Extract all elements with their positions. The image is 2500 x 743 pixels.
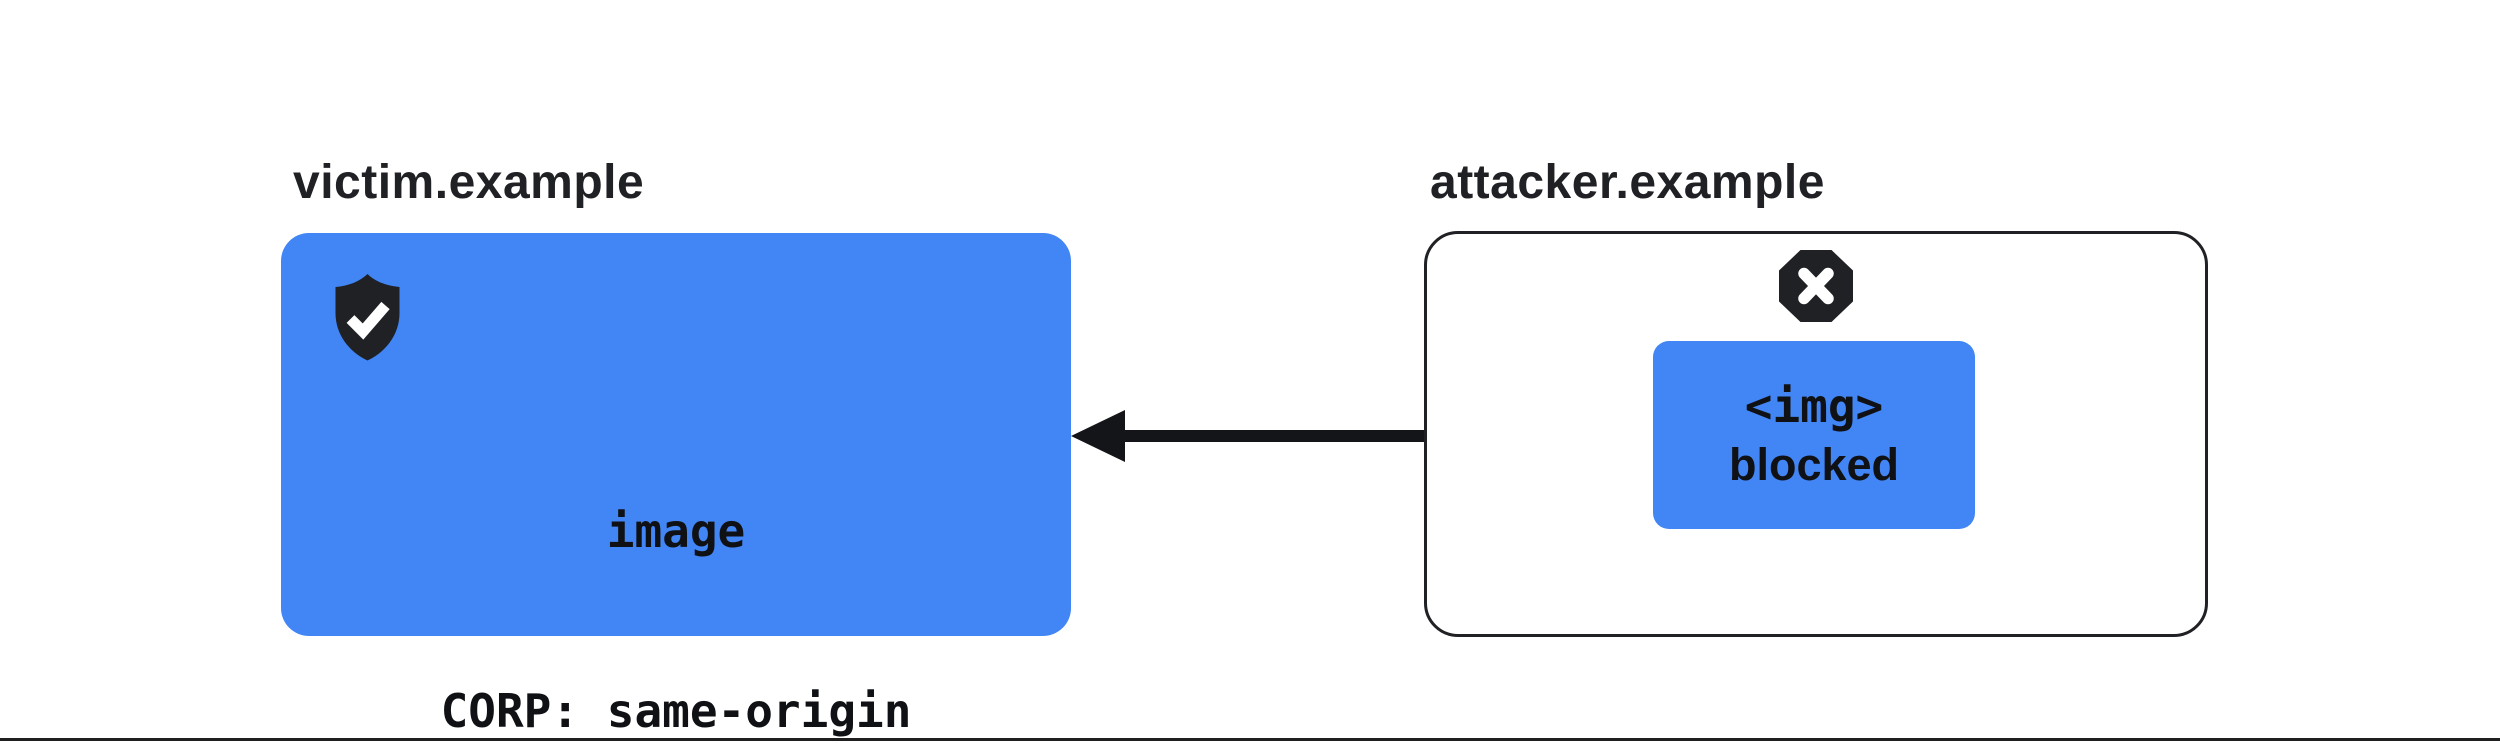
shield-check-icon xyxy=(335,274,400,361)
blocked-x-icon xyxy=(1779,250,1853,322)
victim-resource-box: image CORP: same-origin xyxy=(281,233,1071,738)
img-request-box: <img> blocked xyxy=(1653,341,1975,529)
bottom-divider xyxy=(0,738,2500,741)
resource-type-text: image xyxy=(606,504,746,558)
blocked-status-text: blocked xyxy=(1728,439,1900,490)
attacker-domain-label: attacker.example xyxy=(1430,156,1825,209)
corp-header-text: CORP: same-origin xyxy=(440,684,912,738)
victim-domain-label: victim.example xyxy=(293,156,645,209)
img-tag-text: <img> xyxy=(1744,379,1884,433)
victim-resource-text: image CORP: same-origin xyxy=(281,381,1071,743)
attacker-page-box: <img> blocked xyxy=(1424,231,2208,637)
